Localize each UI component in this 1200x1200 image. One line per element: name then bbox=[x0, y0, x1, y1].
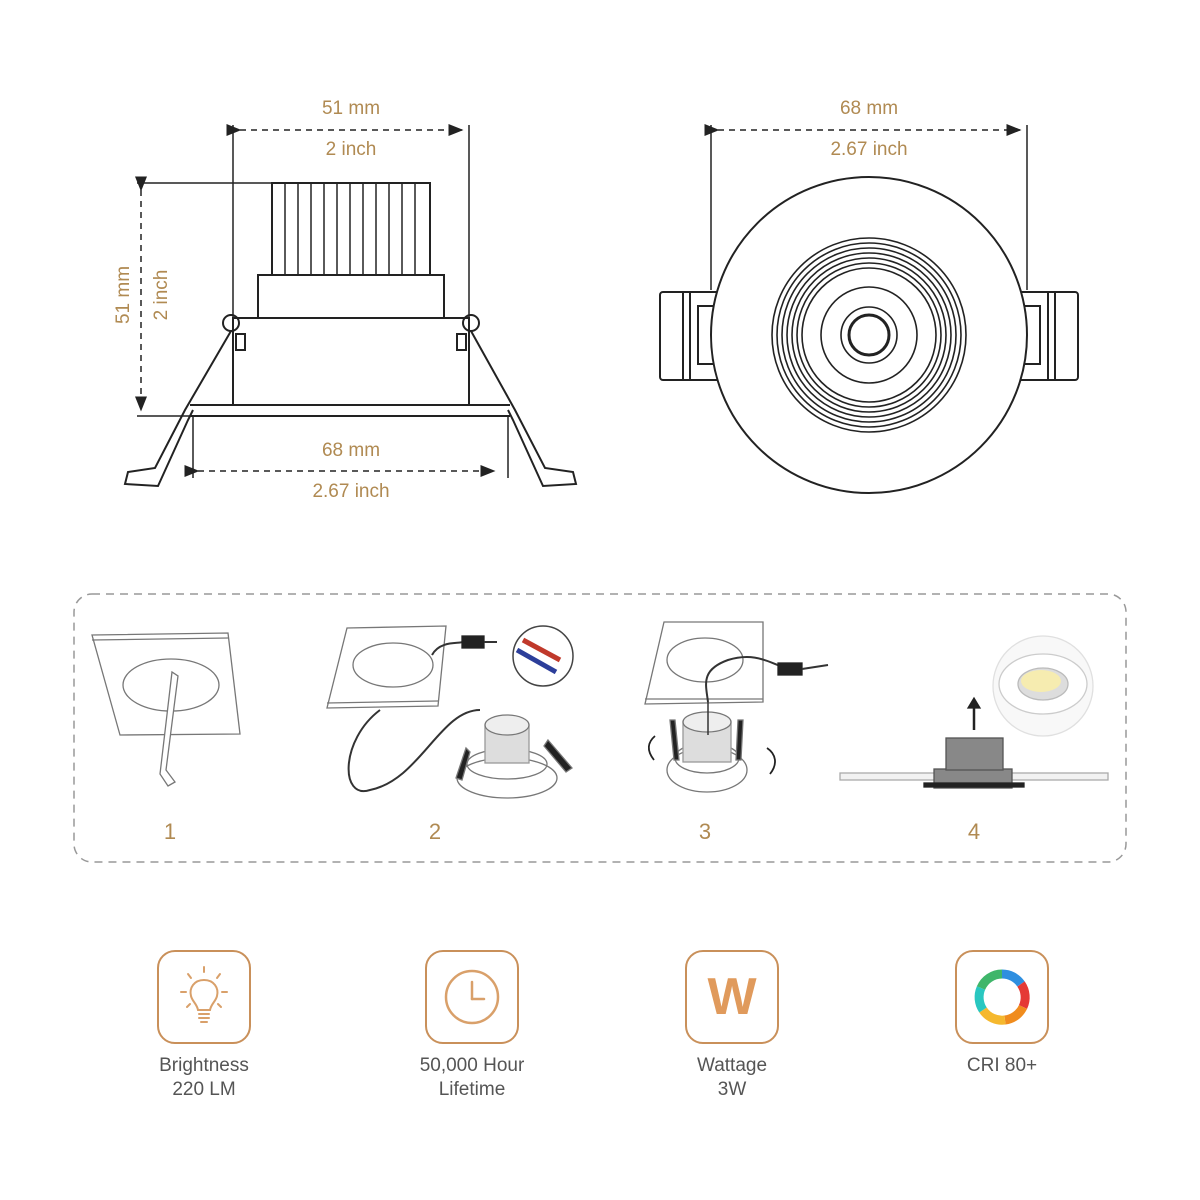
top-diameter-mm-label: 68 mm bbox=[839, 98, 899, 119]
side-width-mm-label: 51 mm bbox=[321, 98, 381, 119]
feature-cri-title: CRI 80+ bbox=[966, 1055, 1038, 1076]
step-2-number: 2 bbox=[428, 819, 442, 844]
color-ring-icon bbox=[974, 969, 1030, 1025]
side-base-inch-label: 2.67 inch bbox=[312, 481, 390, 502]
side-base-mm-label: 68 mm bbox=[321, 440, 381, 461]
feature-brightness-value: 220 LM bbox=[172, 1079, 236, 1100]
top-view-drawing bbox=[659, 124, 1079, 494]
side-view-drawing bbox=[123, 124, 578, 488]
push-into-ceiling-icon bbox=[839, 635, 1109, 789]
feature-brightness: Brightness 220 LM bbox=[104, 950, 304, 1102]
feature-cri-box bbox=[955, 950, 1049, 1044]
light-bulb-icon bbox=[180, 966, 228, 1023]
feature-brightness-title: Brightness bbox=[159, 1055, 249, 1076]
feature-lifetime-box bbox=[425, 950, 519, 1044]
side-height-inch-label: 2 inch bbox=[151, 269, 172, 321]
feature-brightness-box bbox=[157, 950, 251, 1044]
feature-wattage-value: 3W bbox=[717, 1079, 747, 1100]
step-4-number: 4 bbox=[967, 819, 981, 844]
step-1-number: 1 bbox=[163, 819, 177, 844]
feature-lifetime-value: Lifetime bbox=[438, 1079, 506, 1100]
feature-wattage-box: W bbox=[685, 950, 779, 1044]
fold-springs-icon bbox=[644, 621, 829, 793]
feature-wattage-title: Wattage bbox=[696, 1055, 768, 1076]
clock-icon bbox=[444, 969, 500, 1025]
step-3-number: 3 bbox=[698, 819, 712, 844]
feature-cri: CRI 80+ bbox=[902, 950, 1102, 1078]
feature-lifetime: 50,000 Hour Lifetime bbox=[372, 950, 572, 1102]
side-width-inch-label: 2 inch bbox=[325, 139, 377, 160]
saw-cut-ceiling-icon bbox=[91, 632, 241, 787]
wire-connection-icon bbox=[326, 625, 574, 799]
feature-lifetime-title: 50,000 Hour bbox=[419, 1055, 525, 1076]
top-diameter-inch-label: 2.67 inch bbox=[830, 139, 908, 160]
feature-wattage: W Wattage 3W bbox=[632, 950, 832, 1102]
installation-steps-frame bbox=[73, 593, 1127, 863]
wattage-w-icon: W bbox=[707, 968, 757, 1026]
side-height-mm-label: 51 mm bbox=[113, 265, 134, 325]
